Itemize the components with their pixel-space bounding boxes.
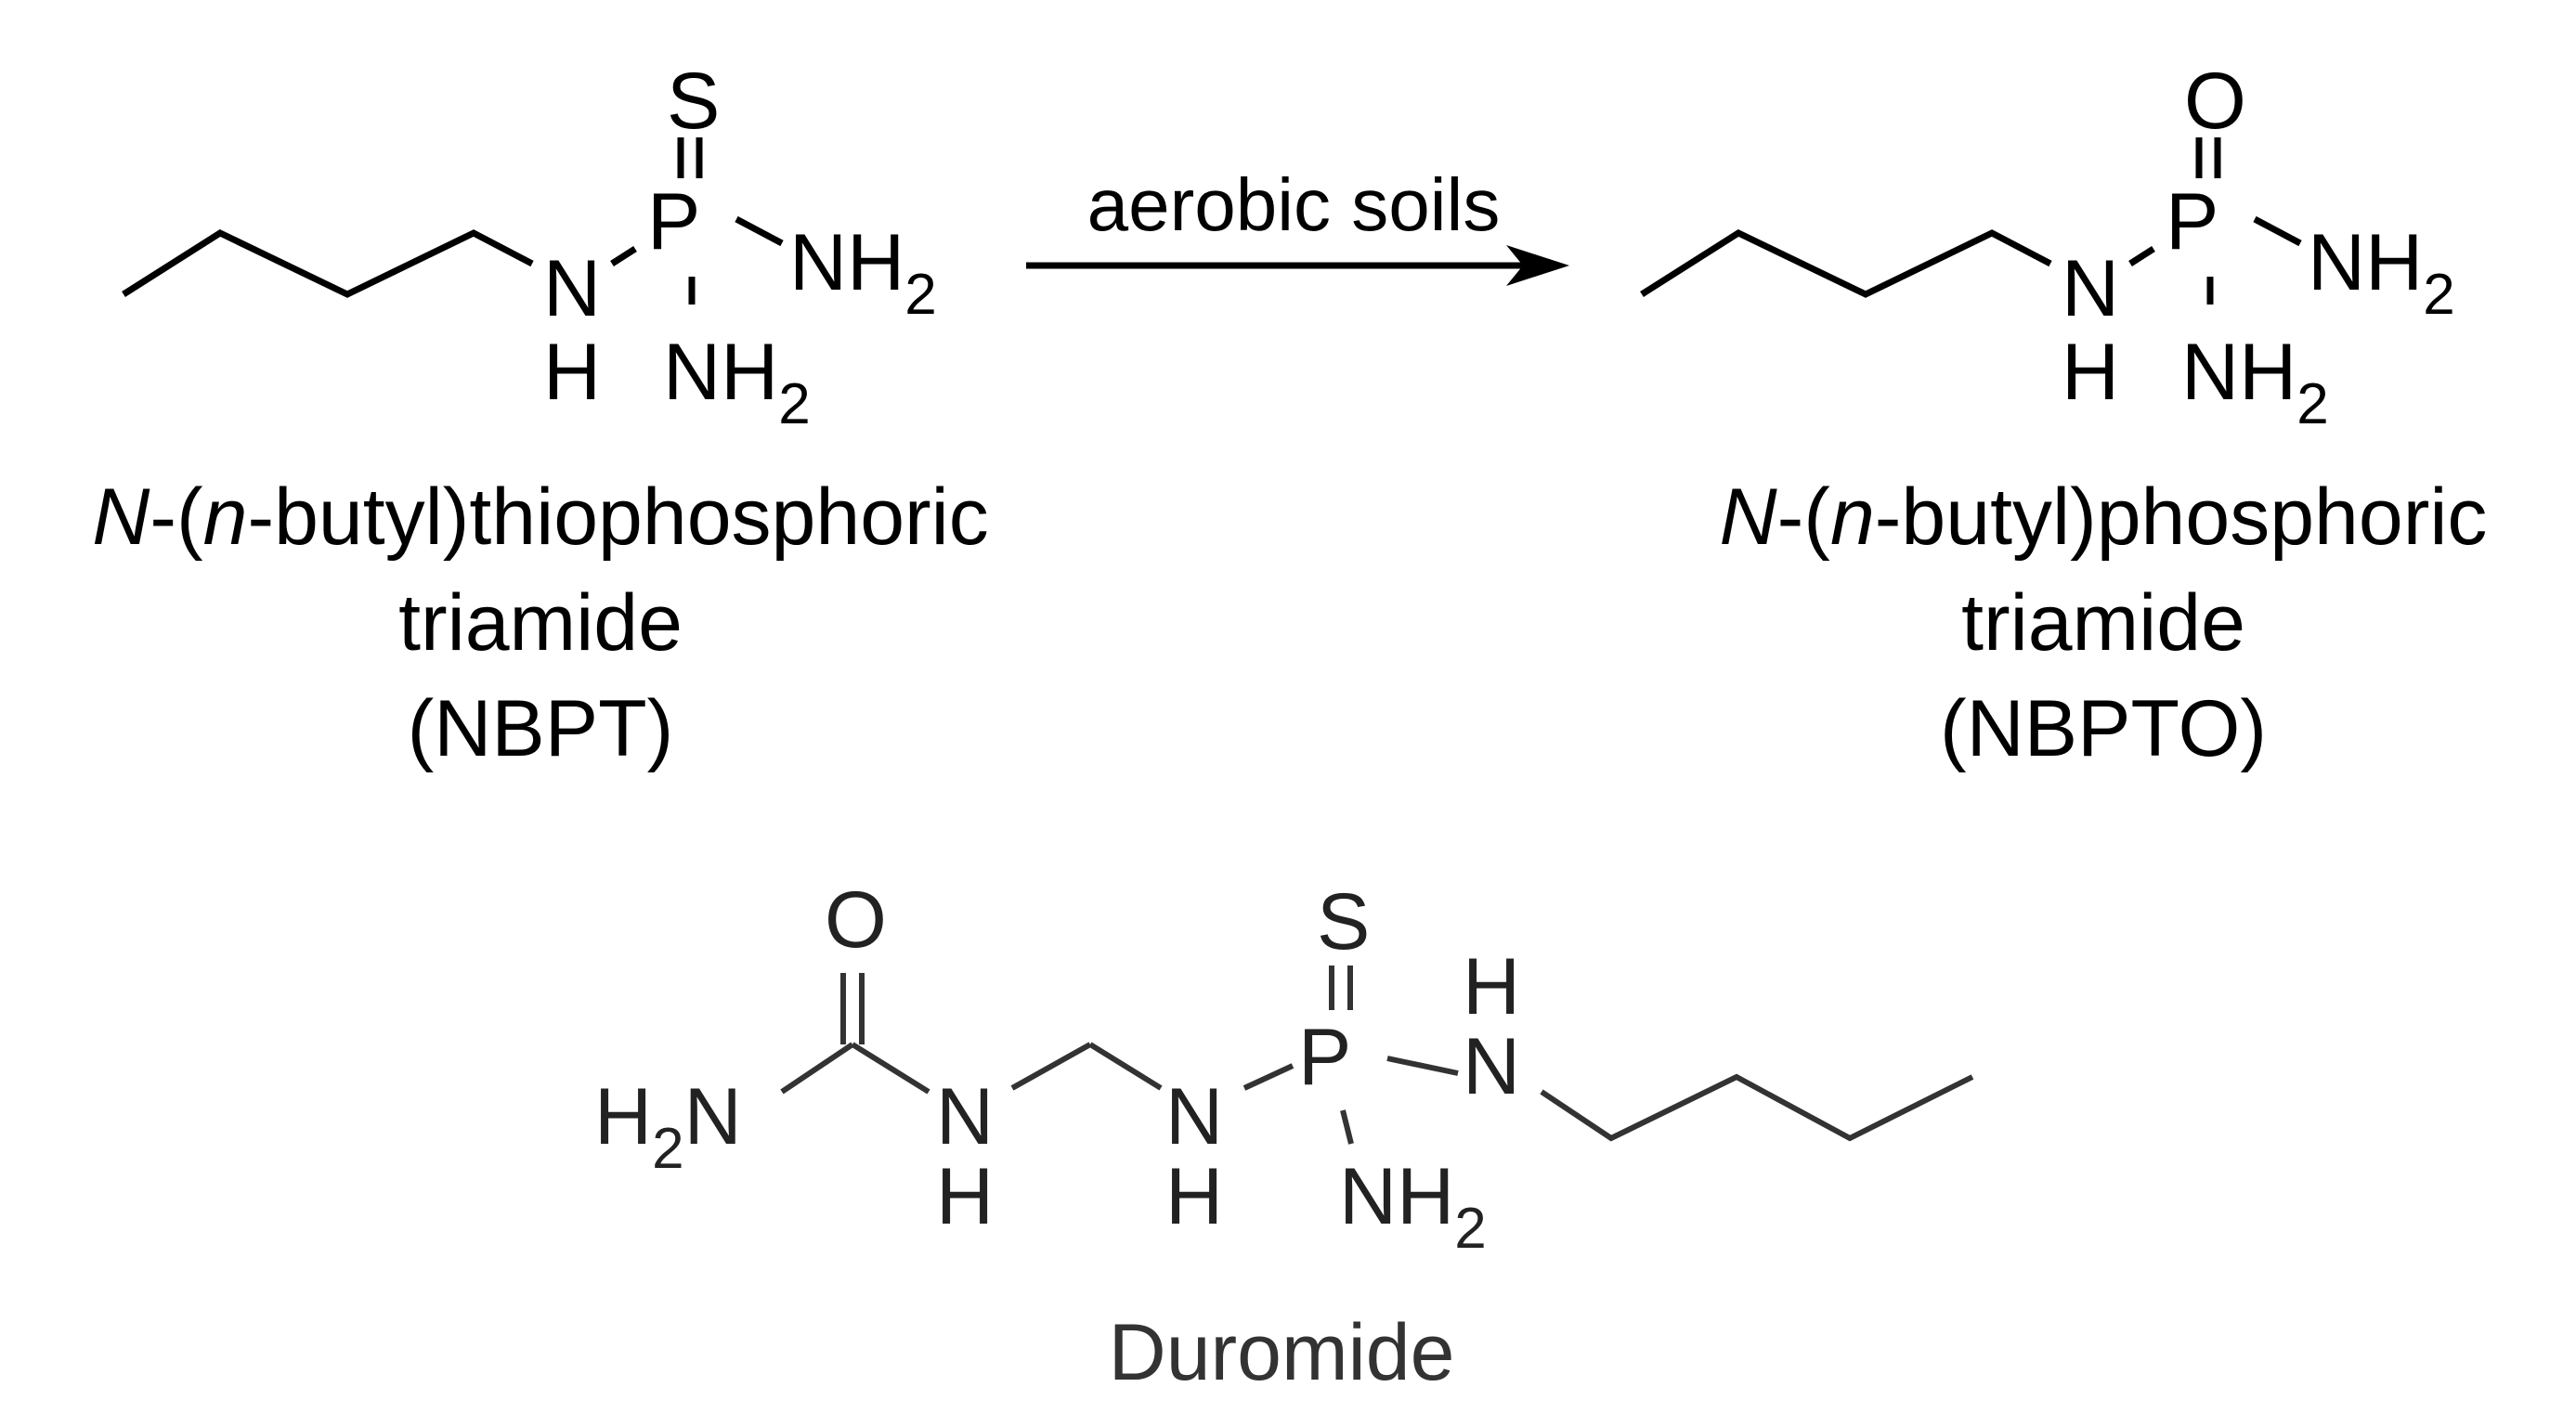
nbpt-name-line1: N-(n-butyl)thiophosphoric xyxy=(92,473,989,562)
nbpt-structure: N H P S NH2 NH2 xyxy=(122,57,937,436)
arrow-head xyxy=(1506,245,1569,286)
duromide-p-atom: P xyxy=(1298,1013,1351,1102)
nbpto-n-p-bond xyxy=(2128,246,2155,266)
nbpto-nh2-right: NH2 xyxy=(2308,218,2455,327)
nbpt-p-nh2-bond xyxy=(735,215,784,247)
nbpto-butyl-chain xyxy=(1640,229,2052,298)
nbpt-nh2-bottom: NH2 xyxy=(663,328,811,436)
nbpto-nh-h: H xyxy=(2062,328,2119,417)
nbpt-n-atom: N xyxy=(543,244,601,333)
reaction-condition: aerobic soils xyxy=(1087,163,1501,246)
reaction-arrow: aerobic soils xyxy=(1026,163,1569,286)
duromide-n1-atom: N xyxy=(936,1072,994,1161)
duromide-n-c-bond xyxy=(780,1042,854,1095)
nbpt-s-atom: S xyxy=(667,57,720,146)
nbpto-n-atom: N xyxy=(2062,244,2119,333)
duromide-ch2-n-bond xyxy=(1088,1042,1163,1091)
duromide-p-nh-bond xyxy=(1386,1056,1459,1076)
duromide-n2-h: H xyxy=(1165,1152,1223,1241)
nbpto-name-line2: triamide xyxy=(1961,578,2245,668)
nbpto-p-nh2-bond xyxy=(2253,215,2302,247)
nbpto-nh2-bottom: NH2 xyxy=(2181,328,2329,436)
nbpto-name-line1: N-(n-butyl)phosphoric xyxy=(1720,473,2488,562)
nbpt-n-p-bond xyxy=(610,246,637,266)
nbpt-name-line2: triamide xyxy=(398,578,683,668)
nbpt-nh-h: H xyxy=(543,328,601,417)
duromide-n1-h: H xyxy=(936,1152,994,1241)
nbpt-abbrev: (NBPT) xyxy=(408,684,674,773)
duromide-butyl-chain xyxy=(1540,1073,1974,1142)
duromide-nh2-bottom: NH2 xyxy=(1339,1152,1487,1261)
duromide-n-p-bond xyxy=(1242,1063,1295,1091)
duromide-n3-atom: N xyxy=(1463,1022,1520,1111)
duromide-h2n-atom: H2N xyxy=(594,1072,742,1181)
nbpto-structure: N H P O NH2 NH2 xyxy=(1640,57,2455,436)
duromide-p-nh2-bond xyxy=(1340,1109,1354,1145)
duromide-n3-h: H xyxy=(1463,942,1520,1031)
nbpt-butyl-chain xyxy=(122,229,534,298)
duromide-c-nh-bond xyxy=(851,1042,930,1095)
nbpto-p-atom: P xyxy=(2166,177,2218,266)
nbpto-o-atom: O xyxy=(2184,57,2246,146)
nbpt-label: N-(n-butyl)thiophosphoric triamide (NBPT… xyxy=(92,473,989,773)
duromide-structure: H2N O N H N H P S N H NH2 Duromide xyxy=(594,875,1974,1397)
duromide-n-ch2-bond xyxy=(1010,1042,1092,1091)
nbpt-p-atom: P xyxy=(647,177,700,266)
nbpto-label: N-(n-butyl)phosphoric triamide (NBPTO) xyxy=(1720,473,2488,773)
duromide-s-atom: S xyxy=(1317,877,1370,966)
duromide-n2-atom: N xyxy=(1165,1072,1223,1161)
duromide-name: Duromide xyxy=(1109,1308,1455,1397)
duromide-o-atom: O xyxy=(825,875,887,965)
nbpto-abbrev: (NBPTO) xyxy=(1940,684,2267,773)
nbpt-nh2-right: NH2 xyxy=(789,218,937,327)
